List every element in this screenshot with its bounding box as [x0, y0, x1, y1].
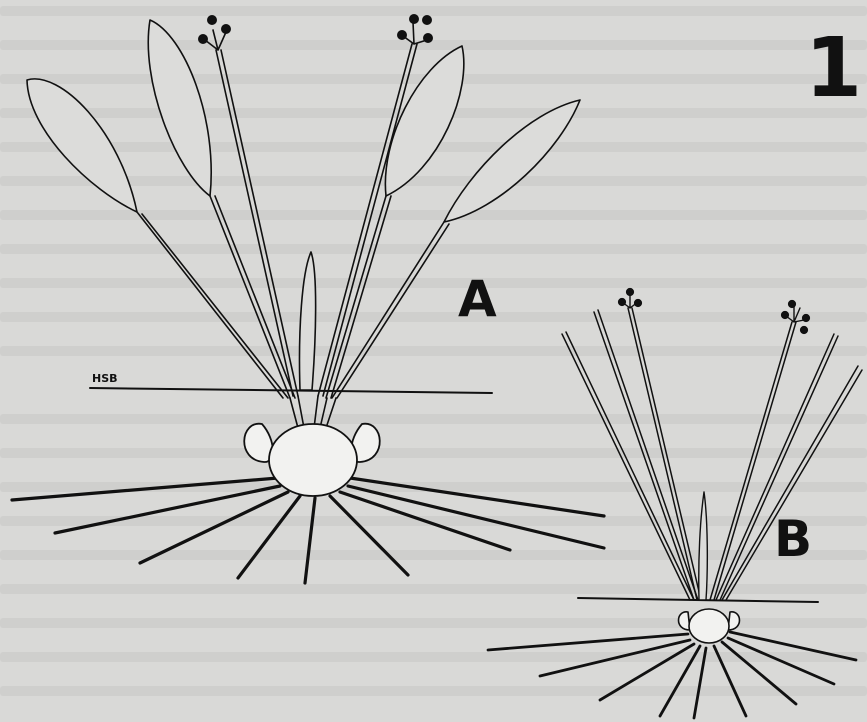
roots-b — [488, 632, 856, 718]
leaf-a-4 — [332, 100, 580, 398]
leaf-b-center — [699, 492, 708, 600]
flower-bud — [626, 288, 633, 295]
flower-bud — [424, 34, 433, 43]
figure-number: 1 — [805, 28, 862, 110]
flower-bud — [423, 16, 432, 25]
flower-bud — [781, 311, 788, 318]
flower-bud — [222, 25, 231, 34]
flower-bud — [788, 300, 795, 307]
flower-bud — [199, 35, 208, 44]
water-level-label: HSB — [92, 373, 118, 384]
flower-bud — [618, 298, 625, 305]
flower-bud — [634, 299, 641, 306]
flower-bud — [398, 31, 407, 40]
plant-a — [12, 15, 604, 584]
flower-bud — [410, 15, 419, 24]
leaves-b-left — [562, 310, 698, 600]
plant-a-label: A — [458, 274, 497, 324]
leaf-a-center — [299, 252, 315, 390]
plant-b — [488, 288, 862, 718]
leaf-a-1 — [27, 79, 288, 398]
corm-body — [269, 424, 357, 496]
flower-stalk-b-1 — [618, 288, 701, 600]
plant-b-label: B — [774, 514, 812, 564]
flower-bud — [208, 16, 217, 25]
flower-bud — [802, 314, 809, 321]
corm-a — [244, 424, 380, 496]
flower-bud — [800, 326, 807, 333]
